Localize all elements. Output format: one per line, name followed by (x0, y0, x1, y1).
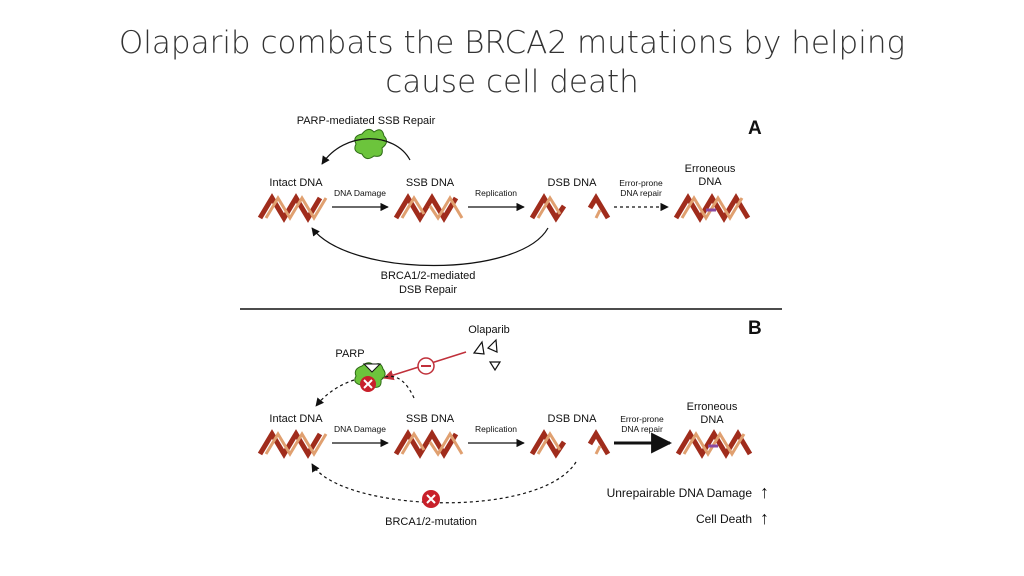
dna-helix-intact-a (257, 193, 328, 223)
panel-b-letter: B (748, 318, 762, 339)
title-line-2: cause cell death (385, 64, 639, 100)
olaparib-molecules-icon (472, 338, 502, 372)
dna-helix-dsb-b (529, 429, 611, 459)
erroneous-label-a-2: DNA (698, 176, 722, 188)
error-prone-label-a-2: DNA repair (620, 188, 662, 198)
erroneous-label-b-1: Erroneous (687, 401, 738, 413)
olaparib-label: Olaparib (468, 324, 510, 336)
unrepairable-damage-label: Unrepairable DNA Damage (607, 486, 753, 500)
ssb-dna-label-a: SSB DNA (406, 177, 455, 189)
cell-death-label: Cell Death (696, 512, 752, 526)
dna-helix-erroneous-b (675, 429, 753, 459)
parp-repair-arrow (321, 138, 411, 165)
slide-title: Olaparib combats the BRCA2 mutations by … (0, 24, 1024, 102)
panel-a-letter: A (748, 118, 762, 139)
parp-enzyme-icon (354, 128, 388, 160)
error-prone-label-a-1: Error-prone (619, 178, 663, 188)
title-line-1: Olaparib combats the BRCA2 mutations by … (118, 25, 906, 61)
blocked-parp-repair-arrow (381, 375, 415, 399)
brca-mutation-label: BRCA1/2-mutation (385, 516, 477, 528)
ssb-dna-label-b: SSB DNA (406, 413, 455, 425)
brca-repair-label-1: BRCA1/2-mediated (381, 270, 476, 282)
dsb-dna-label-a: DSB DNA (548, 177, 598, 189)
error-prone-label-b-2: DNA repair (621, 424, 663, 434)
dna-damage-label-a: DNA Damage (334, 188, 386, 198)
parp-ssb-repair-label: PARP-mediated SSB Repair (297, 115, 436, 127)
replication-label-b: Replication (475, 424, 517, 434)
blocked-brca-repair-arrow (311, 461, 577, 504)
brca-repair-label-2: DSB Repair (399, 284, 457, 296)
dna-helix-ssb-b (393, 429, 464, 459)
dna-helix-intact-b (257, 429, 328, 459)
error-prone-label-b-1: Error-prone (620, 414, 664, 424)
intact-dna-label-b: Intact DNA (269, 413, 323, 425)
brca-repair-arrow (311, 227, 549, 267)
dsb-dna-label-b: DSB DNA (548, 413, 598, 425)
dna-helix-dsb-a (529, 193, 611, 223)
parp-label-b: PARP (335, 348, 364, 360)
replication-label-a: Replication (475, 188, 517, 198)
intact-dna-label-a: Intact DNA (269, 177, 323, 189)
increase-arrow-icon: ↑ (760, 482, 769, 502)
dna-helix-erroneous-a (673, 193, 751, 223)
erroneous-label-a-1: Erroneous (685, 163, 736, 175)
dna-helix-ssb-a (393, 193, 464, 223)
increase-arrow-icon: ↑ (760, 508, 769, 528)
dna-damage-label-b: DNA Damage (334, 424, 386, 434)
erroneous-label-b-2: DNA (700, 414, 724, 426)
